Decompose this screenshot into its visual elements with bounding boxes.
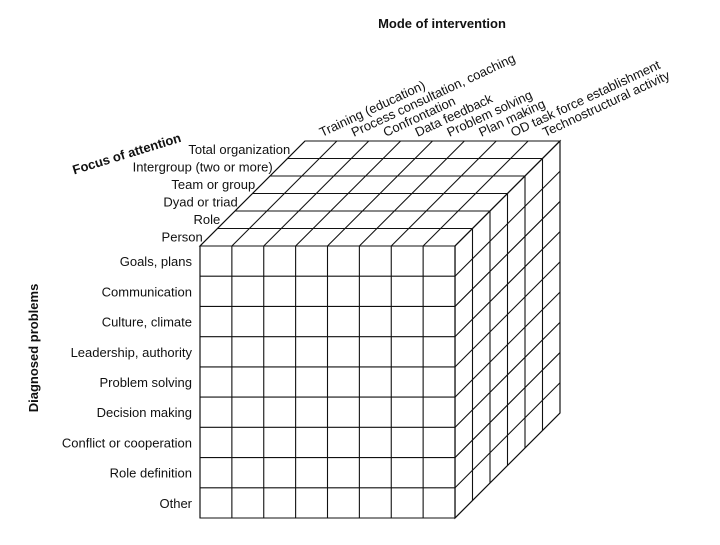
problem-label: Leadership, authority — [71, 345, 193, 360]
problem-label: Problem solving — [100, 375, 193, 390]
diagnosed-problems-title: Diagnosed problems — [26, 284, 41, 413]
problem-label: Goals, plans — [120, 254, 193, 269]
mode-of-intervention-title: Mode of intervention — [378, 16, 506, 31]
right-depth-line — [454, 261, 561, 368]
focus-level-label: Intergroup (two or more) — [133, 159, 273, 174]
problem-label: Conflict or cooperation — [62, 435, 192, 450]
problem-label: Communication — [102, 284, 192, 299]
right-depth-line — [454, 382, 561, 489]
focus-level-label: Person — [162, 229, 203, 244]
right-depth-line — [454, 352, 561, 458]
right-depth-line — [454, 412, 561, 519]
focus-level-label: Team or group — [171, 177, 255, 192]
focus-level-label: Dyad or triad — [163, 194, 237, 209]
right-depth-line — [454, 170, 561, 277]
right-depth-line — [454, 201, 561, 307]
problem-label: Culture, climate — [102, 315, 192, 330]
cube-grid — [199, 140, 561, 519]
right-depth-line — [454, 291, 561, 398]
problem-label: Other — [159, 496, 192, 511]
right-depth-line — [454, 140, 561, 247]
cube-faces — [198, 139, 562, 520]
problem-label: Role definition — [110, 466, 192, 481]
problem-label: Decision making — [97, 405, 192, 420]
right-depth-line — [454, 231, 561, 338]
right-depth-line — [454, 321, 561, 428]
focus-level-label: Total organization — [188, 142, 290, 157]
focus-level-label: Role — [194, 212, 221, 227]
